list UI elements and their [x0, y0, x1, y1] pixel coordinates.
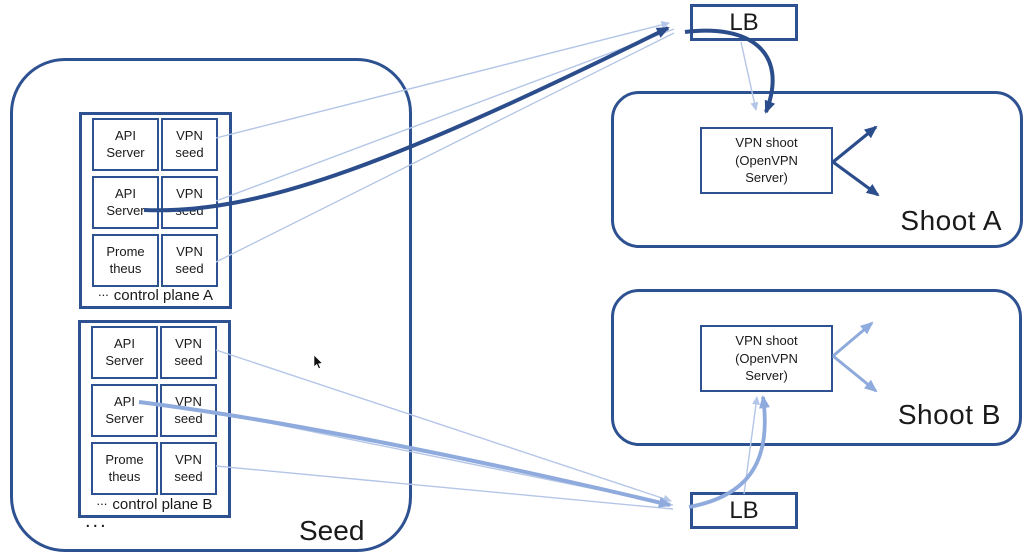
cell-line: seed [174, 352, 203, 368]
vpn-shoot-box-b: VPN shoot (OpenVPN Server) [700, 325, 833, 392]
vpn-shoot-line: Server) [745, 170, 788, 186]
vpn-shoot-line: VPN shoot [735, 333, 798, 349]
cell-line: VPN [176, 128, 203, 144]
cell-line: seed [174, 468, 203, 484]
cell-line: Prome [105, 452, 144, 468]
cell-line: API [114, 336, 135, 352]
seed-label: Seed [299, 515, 365, 546]
api-server-cell: API Server [91, 384, 158, 437]
shoot-a-label: Shoot A [900, 205, 1002, 236]
shoot-b-container: VPN shoot (OpenVPN Server) Shoot B [611, 289, 1022, 446]
api-server-cell: API Server [92, 176, 159, 229]
cell-line: seed [175, 202, 204, 218]
cell-line: Prome [106, 244, 145, 260]
vpn-seed-cell: VPN seed [161, 234, 218, 287]
load-balancer-bottom: LB [690, 492, 798, 529]
cell-line: VPN [176, 244, 203, 260]
control-plane-a-label: ... control plane A [82, 284, 229, 304]
vpn-seed-cell: VPN seed [160, 326, 217, 379]
cell-line: seed [175, 260, 204, 276]
cell-line: seed [175, 144, 204, 160]
vpn-seed-cell: VPN seed [160, 384, 217, 437]
control-plane-a: API Server VPN seed API Server VPN seed … [79, 112, 232, 309]
control-plane-b-ellipsis: ... [96, 493, 108, 508]
vpn-shoot-line: VPN shoot [735, 135, 798, 151]
control-plane-a-ellipsis: ... [97, 284, 109, 299]
vpn-seed-cell: VPN seed [160, 442, 217, 495]
vpn-shoot-line: (OpenVPN [735, 350, 798, 366]
cell-line: API [115, 128, 136, 144]
vpn-seed-cell: VPN seed [161, 176, 218, 229]
cell-line: theus [108, 468, 141, 484]
control-plane-b-name: control plane B [112, 496, 213, 513]
prometheus-cell: Prome theus [91, 442, 158, 495]
shoot-b-label: Shoot B [897, 399, 1001, 430]
cell-line: theus [109, 260, 142, 276]
cell-line: Server [105, 410, 144, 426]
shoot-a-container: VPN shoot (OpenVPN Server) Shoot A [611, 91, 1023, 248]
cell-line: Server [105, 352, 144, 368]
cell-line: VPN [176, 186, 203, 202]
prometheus-cell: Prome theus [92, 234, 159, 287]
cell-line: VPN [175, 452, 202, 468]
cell-line: seed [174, 410, 203, 426]
cell-line: Server [106, 202, 145, 218]
vpn-shoot-line: Server) [745, 368, 788, 384]
control-plane-b-grid: API Server VPN seed API Server VPN seed … [91, 326, 217, 495]
control-plane-b: API Server VPN seed API Server VPN seed … [78, 320, 231, 518]
vpn-shoot-line: (OpenVPN [735, 152, 798, 168]
control-plane-b-label: ... control plane B [81, 493, 228, 513]
cell-line: Server [106, 144, 145, 160]
load-balancer-top: LB [690, 4, 798, 41]
cell-line: API [115, 186, 136, 202]
cell-line: VPN [175, 394, 202, 410]
api-server-cell: API Server [92, 118, 159, 171]
load-balancer-bottom-label: LB [729, 496, 759, 524]
load-balancer-top-label: LB [729, 8, 759, 36]
vpn-shoot-box-a: VPN shoot (OpenVPN Server) [700, 127, 833, 194]
cell-line: VPN [175, 336, 202, 352]
api-server-cell: API Server [91, 326, 158, 379]
cell-line: API [114, 394, 135, 410]
control-plane-a-grid: API Server VPN seed API Server VPN seed … [92, 118, 218, 287]
control-plane-a-name: control plane A [113, 287, 214, 304]
vpn-seed-cell: VPN seed [161, 118, 218, 171]
